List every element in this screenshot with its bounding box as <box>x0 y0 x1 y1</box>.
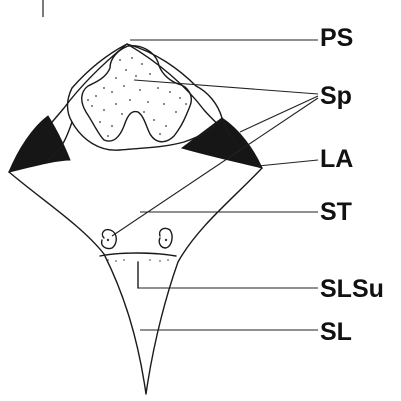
label-slsu: SLSu <box>320 275 384 303</box>
stippled-process <box>82 46 192 142</box>
suture-line <box>100 253 176 256</box>
lateral-area-left <box>9 116 70 172</box>
spine-left-dot <box>107 239 109 241</box>
spine-right-dot <box>165 239 167 241</box>
label-ps: PS <box>320 24 353 52</box>
label-sp: Sp <box>320 82 352 110</box>
leader-sp-2 <box>240 96 318 132</box>
leader-lines <box>112 40 318 330</box>
label-la: LA <box>320 145 353 173</box>
label-sl: SL <box>320 318 352 346</box>
spine-right <box>159 228 172 248</box>
body-outline <box>9 44 262 394</box>
leader-sp-1 <box>134 80 318 94</box>
inner-chamber <box>68 44 223 150</box>
label-st: ST <box>320 198 352 226</box>
spine-left <box>102 230 117 249</box>
leader-la <box>258 160 318 166</box>
stipple-dots <box>87 57 187 137</box>
